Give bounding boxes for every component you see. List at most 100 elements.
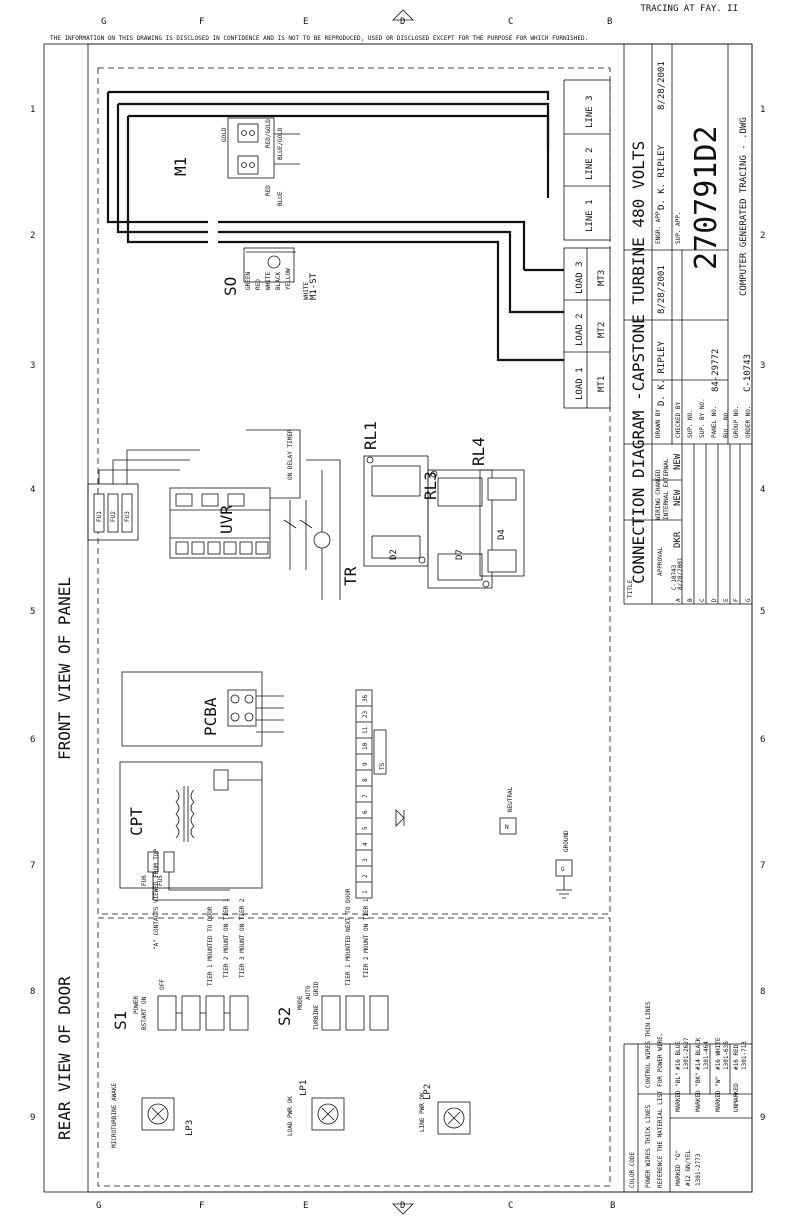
rl3-relay: RL3 D7 — [421, 469, 493, 589]
svg-text:TURBINE: TURBINE — [313, 1004, 320, 1030]
svg-text:D: D — [400, 1201, 405, 1211]
revision-letters: A B C D E F G — [675, 598, 752, 602]
svg-text:FU1: FU1 — [96, 511, 103, 522]
drawn-by: D. K. RIPLEY — [657, 340, 667, 406]
svg-text:#16 WHITE: #16 WHITE — [715, 1037, 722, 1070]
svg-text:8: 8 — [362, 778, 369, 782]
fuse-block-fu1-3: FU1 FU2 FU3 — [87, 449, 200, 541]
svg-text:CHECKED BY: CHECKED BY — [675, 401, 682, 438]
svg-text:RED: RED — [265, 185, 272, 196]
svg-text:MICROTURBINE AWAKE: MICROTURBINE AWAKE — [111, 1083, 118, 1148]
svg-text:#16 BLUE: #16 BLUE — [675, 1041, 682, 1070]
neutral-terminal: N NEUTRAL — [499, 786, 517, 835]
d7-label: D7 — [455, 549, 465, 560]
svg-text:8/28/2001: 8/28/2001 — [677, 557, 684, 590]
svg-text:3: 3 — [30, 361, 35, 371]
s1-label: S1 — [111, 1011, 130, 1030]
svg-text:G: G — [561, 866, 565, 873]
s2-switch: S2 MODE AUTO TURBINE GRID TIER 1 MOUNTED… — [275, 888, 389, 1031]
svg-text:YELLOW: YELLOW — [285, 268, 292, 290]
svg-text:TIER 3 MOUNT ON TIER 2: TIER 3 MOUNT ON TIER 2 — [239, 898, 246, 978]
svg-text:NEW: NEW — [673, 453, 683, 470]
svg-text:BLUE/GOLD: BLUE/GOLD — [277, 127, 284, 160]
title-label: TITLE — [627, 580, 634, 598]
svg-text:7: 7 — [362, 794, 369, 798]
cpt-label: CPT — [127, 807, 146, 836]
terminal-strip: 1 2 3 4 5 6 7 8 9 10 11 23 36 TS — [355, 689, 405, 899]
svg-text:ENGR. APP.: ENGR. APP. — [655, 208, 662, 244]
cpt-transformer: CPT FU6 FU5 — [119, 761, 263, 901]
lp2-label: LP2 — [423, 1084, 433, 1100]
svg-text:F: F — [733, 598, 740, 602]
svg-text:INTERNAL EXTERNAL: INTERNAL EXTERNAL — [663, 458, 670, 520]
svg-text:MODE: MODE — [297, 995, 304, 1010]
svg-text:3: 3 — [760, 361, 765, 371]
title-block: TITLE CONNECTION DIAGRAM -CAPSTONE TURBI… — [623, 43, 753, 605]
svg-text:MARKED "G": MARKED "G" — [675, 1150, 682, 1186]
rl4-relay: RL4 D4 — [469, 437, 525, 577]
svg-text:MARKED "W": MARKED "W" — [715, 1076, 722, 1112]
svg-text:1: 1 — [30, 105, 35, 115]
svg-text:G: G — [101, 17, 106, 27]
svg-text:D: D — [711, 598, 718, 602]
svg-text:2: 2 — [30, 231, 35, 241]
rl1-relay: RL1 D2 — [361, 421, 429, 567]
svg-text:23: 23 — [362, 710, 369, 718]
svg-text:9: 9 — [362, 762, 369, 766]
svg-text:6: 6 — [760, 735, 765, 745]
mt1-label: MT1 — [597, 376, 607, 392]
confidential-note: THE INFORMATION ON THIS DRAWING IS DISCL… — [50, 35, 588, 42]
lp3-label: LP3 — [185, 1120, 195, 1136]
svg-text:SUP. APP.: SUP. APP. — [675, 211, 682, 244]
svg-text:G: G — [745, 598, 752, 602]
svg-text:FU6: FU6 — [141, 875, 148, 886]
svg-text:C-10743: C-10743 — [671, 564, 678, 590]
mt2-label: MT2 — [597, 322, 607, 338]
zone-numbers-right: 1 2 3 4 5 6 7 8 9 — [760, 105, 765, 1123]
svg-text:2: 2 — [760, 231, 765, 241]
rl4-label: RL4 — [469, 437, 488, 466]
line1-label: LINE 1 — [585, 199, 595, 232]
svg-text:TIER 1 MOUNTED NEXT TO DOOR: TIER 1 MOUNTED NEXT TO DOOR — [345, 888, 352, 986]
line2-label: LINE 2 — [585, 147, 595, 180]
svg-text:6: 6 — [362, 810, 369, 814]
s1-switch: S1 POWER ON BSTART OFF TIER 1 MOUNTED TO… — [111, 848, 249, 1031]
d2-label: D2 — [389, 549, 399, 560]
svg-text:GREEN: GREEN — [245, 272, 252, 290]
m1-label: M1 — [171, 157, 190, 176]
load-terminals: LOAD 3 LOAD 2 LOAD 1 MT3 MT2 MT1 — [563, 247, 611, 409]
lp1-label: LP1 — [299, 1080, 309, 1096]
svg-text:6: 6 — [30, 735, 35, 745]
svg-text:TIER 2 MOUNT ON TIER 1: TIER 2 MOUNT ON TIER 1 — [363, 898, 370, 978]
svg-text:POWER: POWER — [133, 996, 140, 1014]
svg-text:8: 8 — [30, 987, 35, 997]
line-terminals: LINE 3 LINE 2 LINE 1 — [563, 79, 611, 241]
svg-text:NEW: NEW — [673, 489, 683, 506]
svg-text:REFERENCE THE MATERIAL LIST FO: REFERENCE THE MATERIAL LIST FOR POWER WI… — [657, 1033, 664, 1188]
svg-text:1301-464: 1301-464 — [703, 1041, 710, 1070]
d4-label: D4 — [497, 529, 507, 540]
svg-text:#16 RED: #16 RED — [733, 1044, 740, 1070]
svg-text:WHITE: WHITE — [265, 272, 272, 290]
so-label: SO — [221, 277, 240, 296]
center-mark-bottom — [392, 1203, 414, 1215]
svg-text:11: 11 — [362, 726, 369, 734]
svg-text:AUTO: AUTO — [305, 985, 312, 1000]
load2-label: LOAD 2 — [575, 313, 585, 346]
pcba-board: PCBA — [121, 671, 284, 747]
svg-text:UNMARKED: UNMARKED — [733, 1083, 740, 1112]
m1-contactor: M1 GOLD RED/GOLD BLUE/GOLD RED BLUE — [171, 117, 300, 206]
svg-text:SUP. BY NO.: SUP. BY NO. — [699, 398, 706, 438]
svg-text:TIER 2 MOUNT ON TIER 1: TIER 2 MOUNT ON TIER 1 — [223, 898, 230, 978]
svg-text:E: E — [723, 598, 730, 602]
svg-text:GROUP NO.: GROUP NO. — [733, 405, 740, 438]
svg-text:8: 8 — [760, 987, 765, 997]
svg-text:5: 5 — [30, 607, 35, 617]
svg-text:"A" CONTACTS VIEWED FROM TOP: "A" CONTACTS VIEWED FROM TOP — [153, 848, 160, 950]
svg-text:BLUE: BLUE — [277, 191, 284, 206]
svg-text:9: 9 — [760, 1113, 765, 1123]
svg-text:8/28/2001: 8/28/2001 — [657, 265, 667, 314]
front-view-label: FRONT VIEW OF PANEL — [55, 577, 74, 760]
m1st-label: M1-ST — [309, 272, 319, 300]
